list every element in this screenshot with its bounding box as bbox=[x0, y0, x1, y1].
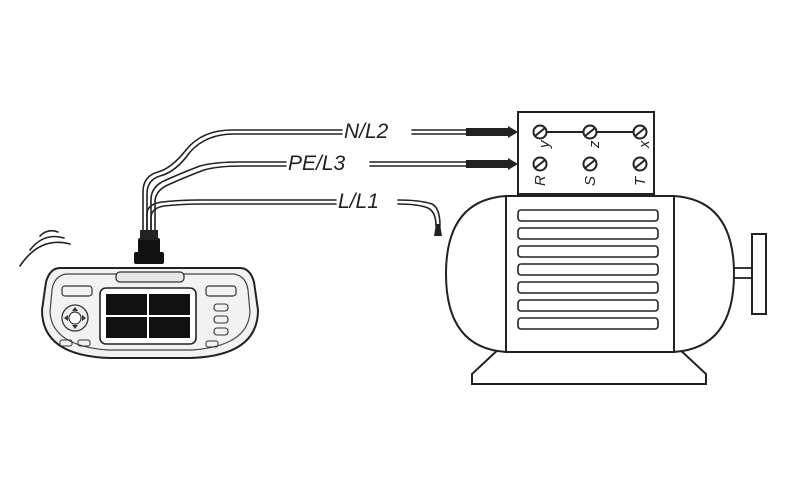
test-lead-connector bbox=[134, 230, 164, 264]
terminal-label-x: x bbox=[636, 140, 653, 149]
electric-motor-icon bbox=[444, 194, 767, 385]
multifunction-tester-icon bbox=[40, 267, 260, 359]
terminal-label-s: S bbox=[582, 176, 599, 186]
wire-label-nl2: N/L2 bbox=[344, 120, 389, 143]
terminal-r bbox=[532, 156, 548, 172]
terminal-t bbox=[632, 156, 648, 172]
crocodile-clip bbox=[434, 224, 442, 236]
wireless-signal-icon bbox=[19, 229, 71, 267]
terminal-label-r: R bbox=[532, 175, 549, 186]
terminal-label-z: z bbox=[586, 140, 603, 149]
probe-tip bbox=[466, 126, 518, 138]
wire-label-pel3: PE/L3 bbox=[288, 152, 346, 175]
test-cables bbox=[142, 129, 467, 233]
terminal-s bbox=[582, 156, 598, 172]
terminal-label-y: y bbox=[536, 139, 553, 149]
probe-tip bbox=[466, 158, 518, 170]
terminal-label-t: T bbox=[632, 175, 649, 186]
wire-label-ll1: L/L1 bbox=[338, 190, 379, 213]
terminal-z bbox=[582, 124, 598, 140]
terminal-y bbox=[532, 124, 548, 140]
terminal-x bbox=[632, 124, 648, 140]
